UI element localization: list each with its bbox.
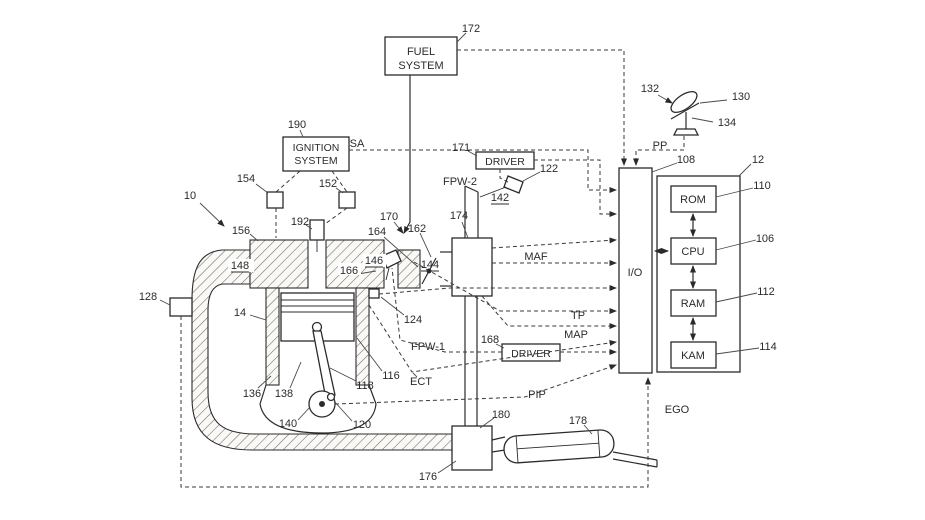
ref-106: 106	[756, 233, 774, 245]
intake-box-174	[451, 237, 493, 297]
ref-154: 154	[237, 173, 255, 185]
ref-14: 14	[234, 307, 246, 319]
cylinder-head-left	[249, 239, 309, 289]
muffler-178	[491, 429, 658, 468]
accelerator-pedal	[670, 91, 700, 136]
leader-lines	[159, 32, 760, 474]
signal-ect-label: ECT	[410, 376, 432, 388]
signal-pp-label: PP	[653, 140, 668, 152]
driver-bottom-box: DRIVER	[501, 343, 561, 362]
cpu-label: CPU	[681, 246, 704, 258]
ref-114: 114	[759, 341, 777, 353]
fuel-line	[403, 75, 411, 234]
ref-174: 174	[450, 210, 468, 222]
signal-fpw2-label: FPW-2	[443, 176, 477, 188]
signal-tp-label: TP	[571, 310, 585, 322]
signal-sa-label: SA	[350, 138, 365, 150]
crankcase	[259, 384, 377, 434]
io-box	[618, 167, 653, 374]
sensor-128	[169, 297, 193, 317]
ref-180: 180	[492, 409, 510, 421]
ref-110: 110	[753, 180, 771, 192]
signal-pip-label: PIP	[528, 389, 546, 401]
ignition-system-box: IGNITION SYSTEM	[266, 136, 356, 238]
cpu-box	[670, 237, 717, 265]
ram-label: RAM	[681, 298, 705, 310]
ref-156: 156	[232, 225, 250, 237]
ref-130: 130	[732, 91, 750, 103]
connecting-rod	[312, 330, 336, 400]
kam-box	[670, 341, 717, 369]
ref-118: 118	[356, 380, 374, 392]
ref-166: 166	[340, 265, 358, 277]
ref-140: 140	[279, 418, 297, 430]
cylinder-head-right	[397, 249, 421, 289]
ref-192: 192	[291, 216, 309, 228]
driver-top-label: DRIVER	[485, 156, 525, 168]
ref-144: 144	[421, 259, 439, 271]
crankshaft	[308, 390, 336, 418]
ref-128: 128	[139, 291, 157, 303]
sensor-124	[368, 288, 380, 299]
controller: I/O ROM CPU RAM KAM	[618, 167, 741, 374]
reference-numerals: 10 12 14 106 108 110 112 114 116 118 120…	[139, 23, 777, 483]
ref-168: 168	[481, 334, 499, 346]
rom-box	[670, 185, 717, 213]
fuel-system-label-2: SYSTEM	[398, 60, 443, 72]
ref-132: 132	[641, 83, 659, 95]
ref-171: 171	[452, 142, 470, 154]
ref-138: 138	[275, 388, 293, 400]
engine-block	[249, 219, 452, 434]
cylinder-wall-right	[355, 287, 370, 386]
spark-plug	[309, 219, 325, 252]
ref-136: 136	[243, 388, 261, 400]
ref-146: 146	[365, 255, 383, 267]
ref-178: 178	[569, 415, 587, 427]
ref-122: 122	[540, 163, 558, 175]
coil-154	[266, 191, 284, 209]
ref-142: 142	[491, 192, 509, 204]
io-label: I/O	[628, 267, 643, 279]
ref-162: 162	[408, 223, 426, 235]
cylinder-wall-left	[265, 287, 280, 386]
tailpipe	[612, 451, 658, 461]
signal-fpw1-label: FPW-1	[411, 341, 445, 353]
emission-device-176	[451, 425, 493, 471]
ref-108: 108	[677, 154, 695, 166]
foot-icon	[670, 91, 698, 113]
ignition-label-2: SYSTEM	[294, 155, 337, 167]
intake-assembly	[451, 175, 524, 426]
ref-12: 12	[752, 154, 764, 166]
injector-122	[479, 175, 524, 198]
ref-190: 190	[288, 119, 306, 131]
ref-116: 116	[382, 370, 400, 382]
ref-10: 10	[184, 190, 196, 202]
driver-top-box: DRIVER	[475, 151, 535, 184]
ref-124: 124	[404, 314, 422, 326]
signal-ego-label: EGO	[665, 404, 690, 416]
rom-label: ROM	[680, 194, 706, 206]
ref-164: 164	[368, 226, 386, 238]
driver-bottom-label: DRIVER	[511, 348, 551, 360]
ref-172: 172	[462, 23, 480, 35]
ref-112: 112	[757, 286, 775, 298]
signal-maf-label: MAF	[524, 251, 548, 263]
ignition-label-1: IGNITION	[293, 142, 340, 154]
ref-152: 152	[319, 178, 337, 190]
coil-152	[338, 191, 356, 209]
fuel-system-label-1: FUEL	[407, 46, 435, 58]
ref-134: 134	[718, 117, 736, 129]
signal-map-label: MAP	[564, 329, 588, 341]
fuel-system-box: FUEL SYSTEM	[384, 36, 458, 234]
ref-148: 148	[231, 260, 249, 272]
ref-120: 120	[353, 419, 371, 431]
signal-labels: SA PP MAF TP MAP FPW-1 FPW-2 ECT PIP EGO	[350, 138, 690, 416]
ram-box	[670, 289, 717, 317]
ref-170: 170	[380, 211, 398, 223]
kam-label: KAM	[681, 350, 705, 362]
signal-wires	[180, 49, 685, 488]
ref-176: 176	[419, 471, 437, 483]
